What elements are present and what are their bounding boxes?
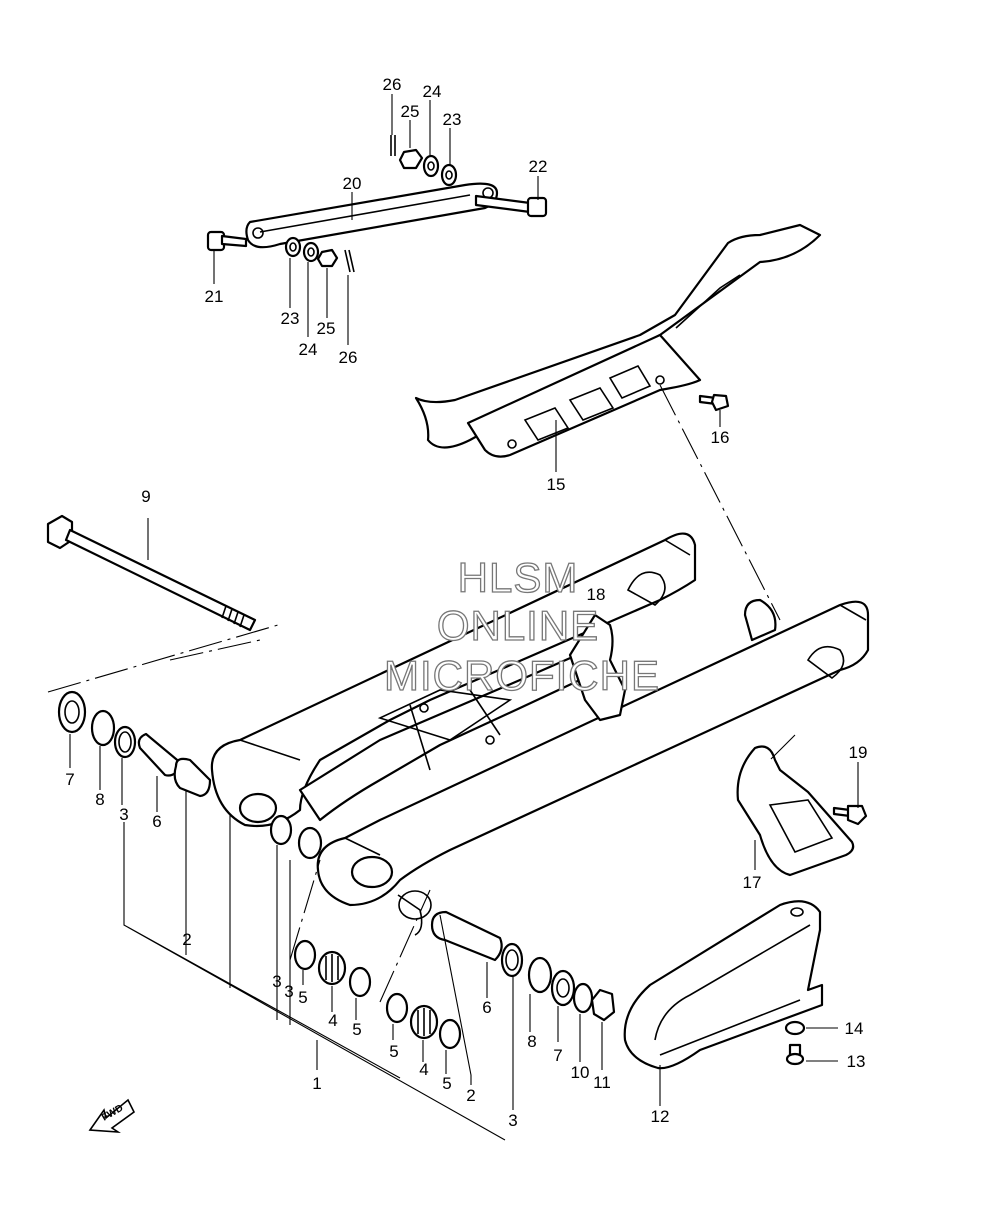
callout-25[interactable]: 25 bbox=[317, 319, 336, 338]
washer-24-bottom[interactable] bbox=[302, 241, 320, 263]
callout-6[interactable]: 6 bbox=[482, 998, 491, 1017]
bearing-4-a[interactable] bbox=[317, 950, 347, 986]
callout-5[interactable]: 5 bbox=[442, 1074, 451, 1093]
callout-10[interactable]: 10 bbox=[571, 1063, 590, 1082]
callout-12[interactable]: 12 bbox=[651, 1107, 670, 1126]
callout-26[interactable]: 26 bbox=[383, 75, 402, 94]
callout-15[interactable]: 15 bbox=[547, 475, 566, 494]
callout-3[interactable]: 3 bbox=[272, 972, 281, 991]
watermark: HLSM ONLINE MICROFICHE bbox=[383, 553, 660, 699]
callout-5[interactable]: 5 bbox=[298, 988, 307, 1007]
callout-5[interactable]: 5 bbox=[389, 1042, 398, 1061]
callout-25[interactable]: 25 bbox=[401, 102, 420, 121]
nut-11[interactable] bbox=[590, 988, 616, 1022]
watermark-line-3: MICROFICHE bbox=[384, 652, 660, 699]
callout-20[interactable]: 20 bbox=[343, 174, 362, 193]
callout-8[interactable]: 8 bbox=[527, 1032, 536, 1051]
leader-lines bbox=[47, 94, 859, 1141]
callout-22[interactable]: 22 bbox=[529, 157, 548, 176]
seal-3-right[interactable] bbox=[500, 942, 524, 978]
callout-26[interactable]: 26 bbox=[339, 348, 358, 367]
dust-seal-7-left[interactable] bbox=[57, 690, 87, 734]
washer-8-left[interactable] bbox=[90, 709, 116, 747]
callout-8[interactable]: 8 bbox=[95, 790, 104, 809]
callout-9[interactable]: 9 bbox=[141, 487, 150, 506]
chain-buffer-17[interactable] bbox=[736, 745, 855, 877]
pivot-shaft-9[interactable] bbox=[46, 514, 257, 632]
callout-5[interactable]: 5 bbox=[352, 1020, 361, 1039]
callout-24[interactable]: 24 bbox=[423, 82, 442, 101]
callout-14[interactable]: 14 bbox=[845, 1019, 864, 1038]
washer-14[interactable] bbox=[784, 1020, 806, 1036]
bearing-5-c[interactable] bbox=[385, 992, 409, 1024]
callout-3[interactable]: 3 bbox=[284, 982, 293, 1001]
collar-2-left[interactable] bbox=[173, 757, 212, 798]
callout-18[interactable]: 18 bbox=[587, 585, 606, 604]
chain-case-15[interactable] bbox=[414, 223, 822, 458]
watermark-line-2: ONLINE bbox=[437, 602, 599, 649]
washer-10[interactable] bbox=[572, 982, 594, 1014]
callout-3[interactable]: 3 bbox=[508, 1111, 517, 1130]
callout-1[interactable]: 1 bbox=[312, 1074, 321, 1093]
watermark-line-1: HLSM bbox=[458, 554, 579, 601]
callout-11[interactable]: 11 bbox=[593, 1073, 611, 1092]
bearing-5-b[interactable] bbox=[348, 966, 372, 998]
seal-3-left[interactable] bbox=[113, 725, 137, 759]
nut-25-top[interactable] bbox=[398, 148, 424, 170]
seal-3-upper-a[interactable] bbox=[269, 814, 293, 846]
callout-23[interactable]: 23 bbox=[443, 110, 462, 129]
chain-slider-12[interactable] bbox=[623, 900, 824, 1070]
bearing-5-a[interactable] bbox=[293, 939, 317, 971]
nut-25-bottom[interactable] bbox=[316, 248, 339, 268]
callout-2[interactable]: 2 bbox=[466, 1086, 475, 1105]
bolt-22[interactable] bbox=[474, 194, 548, 218]
callout-19[interactable]: 19 bbox=[849, 743, 868, 762]
callout-4[interactable]: 4 bbox=[419, 1060, 428, 1079]
callout-16[interactable]: 16 bbox=[711, 428, 730, 447]
callout-3[interactable]: 3 bbox=[119, 805, 128, 824]
callout-6[interactable]: 6 bbox=[152, 812, 161, 831]
callout-4[interactable]: 4 bbox=[328, 1011, 337, 1030]
swing-arm-main[interactable] bbox=[210, 532, 870, 936]
washer-23-top[interactable] bbox=[440, 163, 458, 187]
washer-24-top[interactable] bbox=[422, 154, 440, 178]
spacer-6-right[interactable] bbox=[430, 910, 503, 962]
bolt-13[interactable] bbox=[785, 1043, 805, 1066]
washer-23-bottom[interactable] bbox=[284, 236, 302, 258]
callout-24[interactable]: 24 bbox=[299, 340, 318, 359]
callout-7[interactable]: 7 bbox=[553, 1046, 562, 1065]
callout-2[interactable]: 2 bbox=[182, 930, 191, 949]
callout-7[interactable]: 7 bbox=[65, 770, 74, 789]
callout-13[interactable]: 13 bbox=[847, 1052, 866, 1071]
cotter-pin-26-bottom[interactable] bbox=[344, 249, 355, 273]
cotter-pin-26-top[interactable] bbox=[390, 135, 396, 156]
torque-link-20[interactable] bbox=[245, 182, 499, 249]
callout-17[interactable]: 17 bbox=[743, 873, 762, 892]
bearing-5-d[interactable] bbox=[438, 1018, 462, 1050]
callout-21[interactable]: 21 bbox=[205, 287, 224, 306]
callout-labels: 26 25 24 23 22 20 21 23 25 24 26 16 15 9… bbox=[65, 75, 867, 1130]
bolt-19[interactable] bbox=[832, 804, 868, 826]
chain-guide-18[interactable] bbox=[568, 613, 627, 722]
washer-8-right[interactable] bbox=[527, 956, 553, 994]
bearing-4-b[interactable] bbox=[409, 1004, 439, 1040]
bolt-16[interactable] bbox=[698, 393, 730, 412]
dust-seal-7-right[interactable] bbox=[550, 969, 576, 1007]
fwd-arrow-icon: FWD bbox=[88, 1098, 136, 1134]
seal-3-upper-b[interactable] bbox=[297, 826, 323, 860]
bolt-21[interactable] bbox=[206, 230, 248, 252]
callout-23[interactable]: 23 bbox=[281, 309, 300, 328]
